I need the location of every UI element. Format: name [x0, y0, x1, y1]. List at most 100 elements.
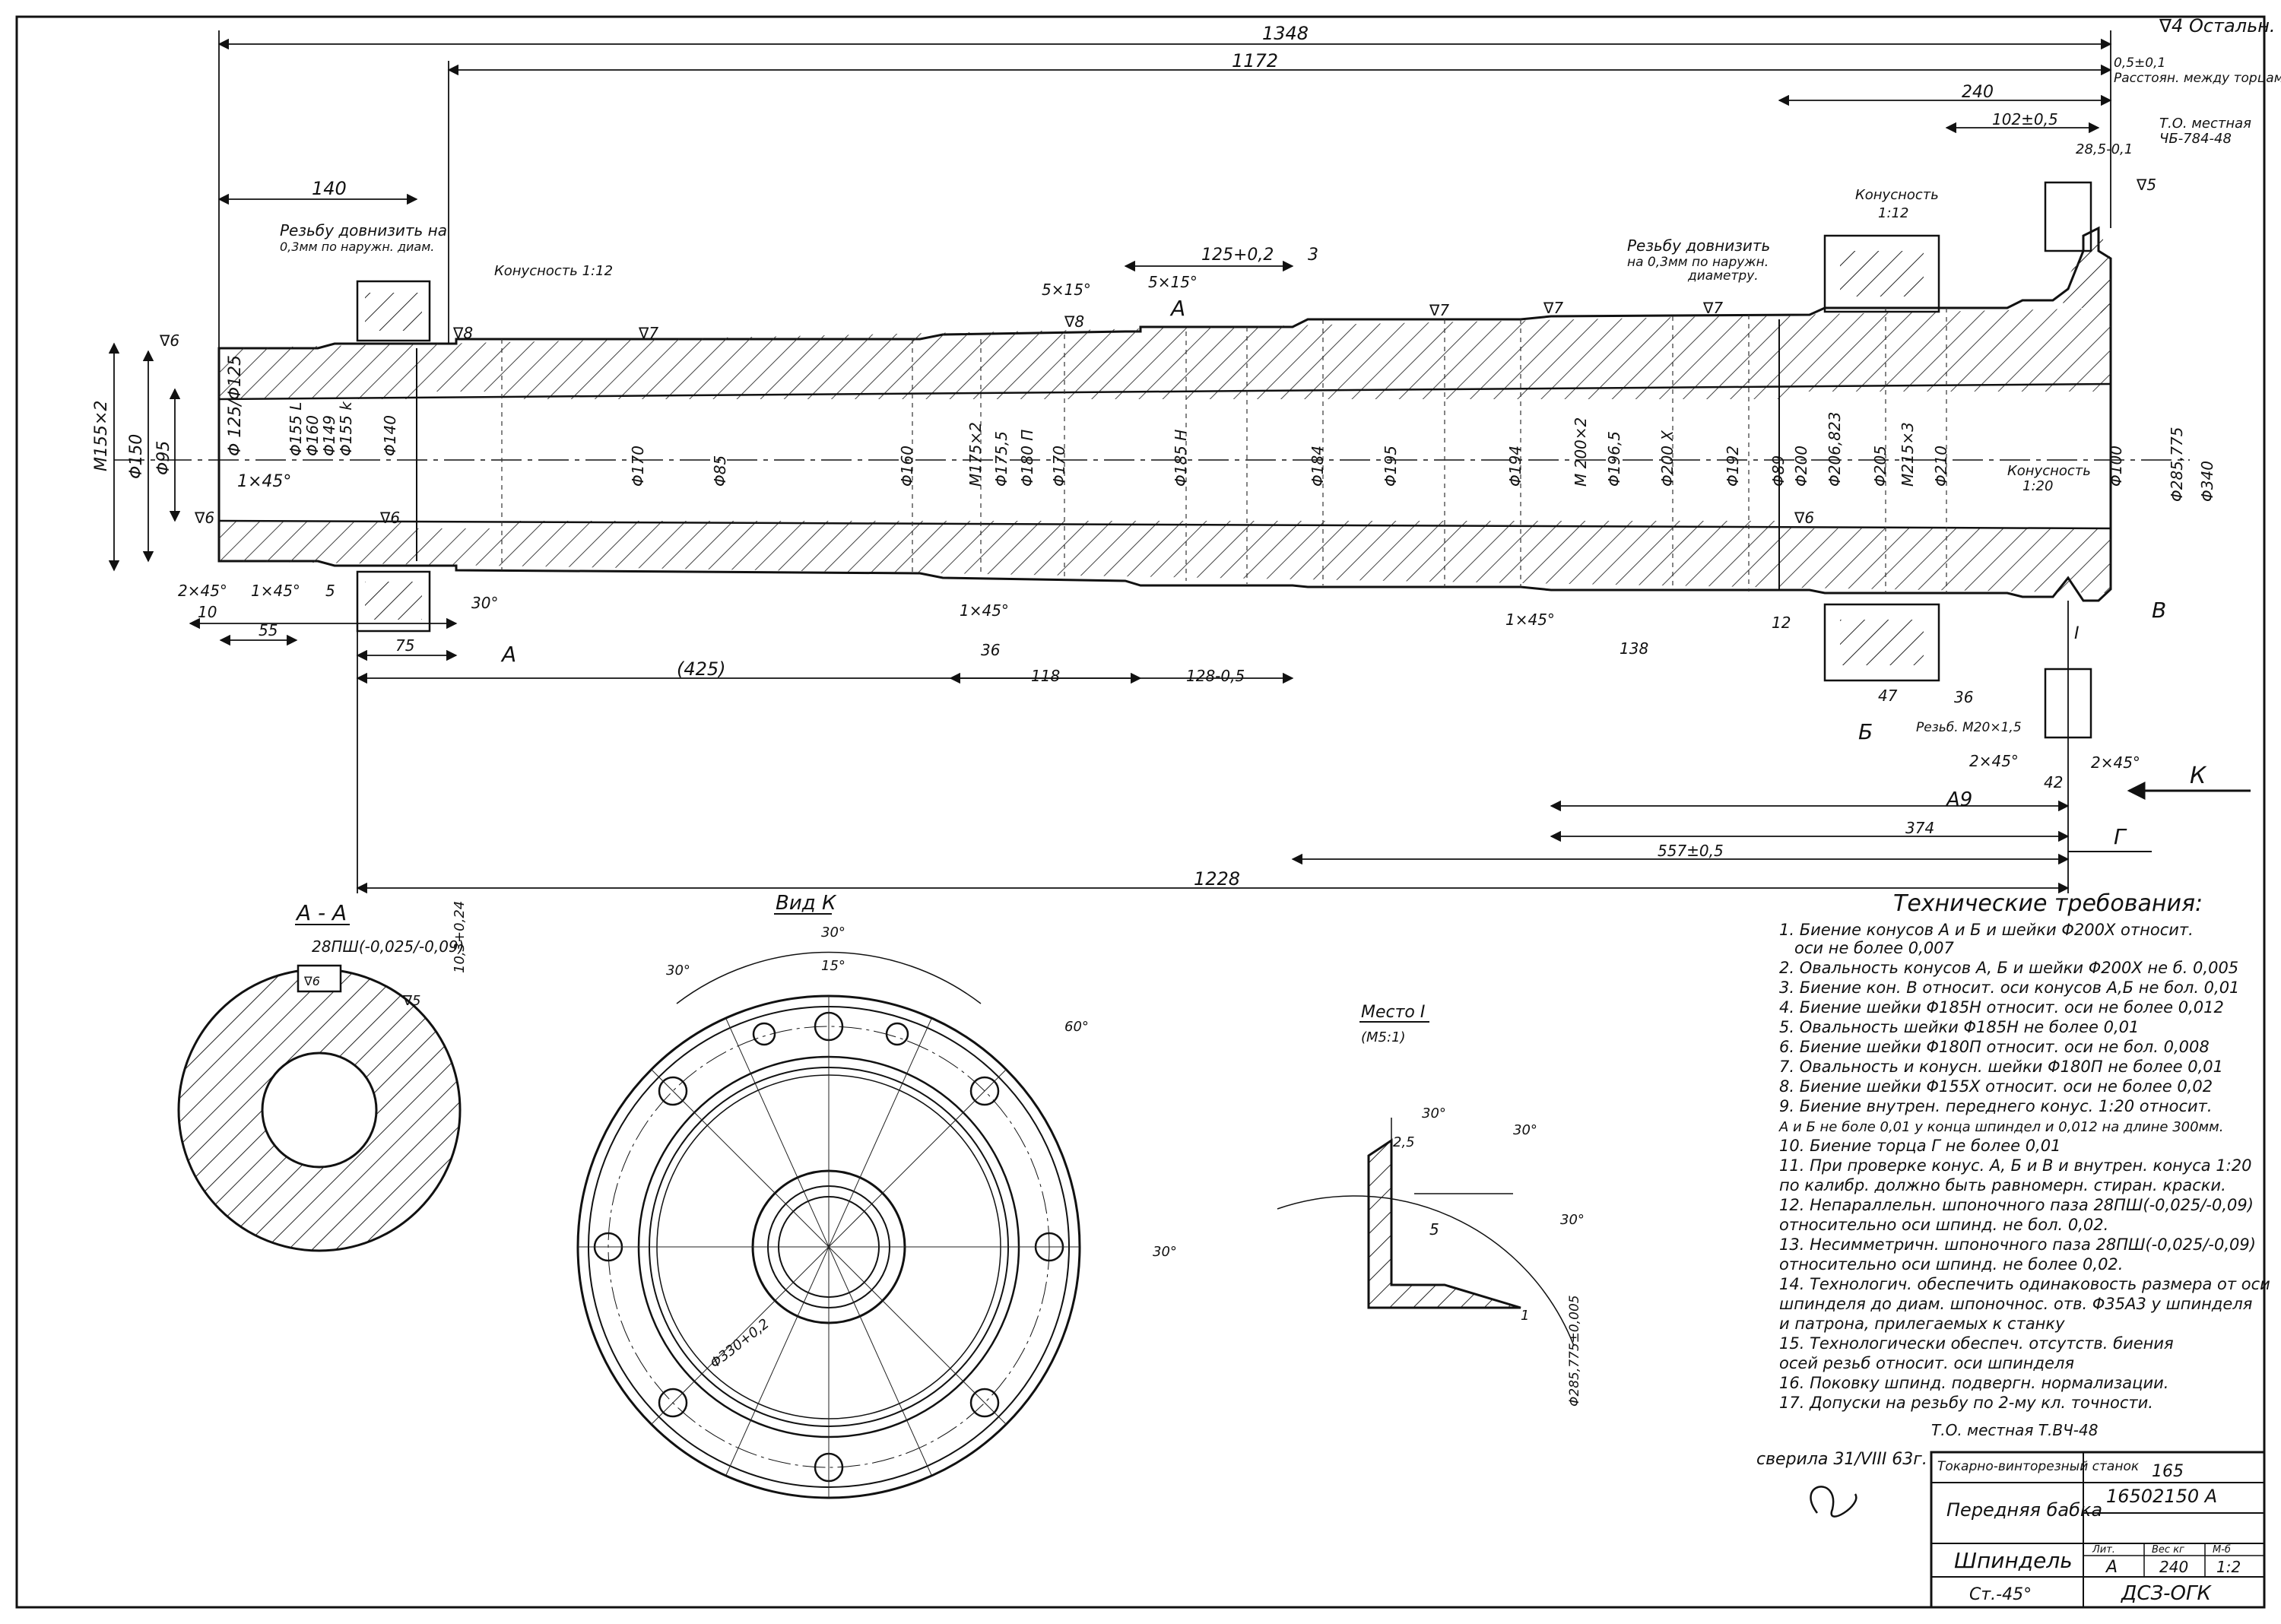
lower-wall-hatch [219, 521, 2111, 593]
title-machine-number: 165 [2152, 1462, 2184, 1481]
inner-taper-line1: Конусность [2007, 463, 2091, 479]
dim-diam-8: Φ160 [898, 446, 916, 487]
dim-1x45-mid: 1×45° [960, 601, 1009, 620]
roughness-mark-5: ∇7 [1702, 299, 1723, 317]
dim-5x15-b: 5×15° [1148, 273, 1198, 291]
detail-i: Место I (М5:1) 30° 2,5 5 30° 30° 1 Φ285,… [1277, 1003, 1585, 1407]
tech-requirement-line: 5. Овальность шейки Φ185Н не более 0,01 [1779, 1018, 2139, 1036]
dim-diam-23: Φ206,823 [1826, 412, 1844, 487]
tech-requirement-line: А и Б не боле 0,01 у конца шпиндел и 0,0… [1778, 1119, 2223, 1135]
technical-requirements: Технические требования: 1. Биение конусо… [1778, 890, 2270, 1439]
detail-i-arc [1277, 1195, 1575, 1346]
roughness-mark-6: ∇7 [1543, 299, 1563, 317]
detail-i-dim-5: 5 [1429, 1220, 1439, 1239]
dim-diam-26: Φ210 [1932, 446, 1950, 487]
tech-requirement-line: 16. Поковку шпинд. подвергн. нормализаци… [1779, 1374, 2168, 1392]
detail-i-scale: (М5:1) [1361, 1029, 1406, 1045]
tech-requirement-line: 13. Несимметричн. шпоночного паза 28ПШ(-… [1779, 1235, 2256, 1254]
dim-47: 47 [1878, 687, 1898, 705]
tech-requirement-line: 8. Биение шейки Φ155Х относит. оси не бо… [1779, 1077, 2213, 1096]
heat-treat-local: Т.О. местная [2159, 116, 2251, 132]
roughness-mark-8: ∇6 [1794, 509, 1814, 527]
dim-diam-19: Φ200 Х [1658, 430, 1677, 487]
title-mass-label: Вес кг [2152, 1544, 2184, 1556]
left-lower-bearing-fill [365, 582, 422, 620]
tech-requirement-line: 14. Технологич. обеспечить одинаковость … [1779, 1275, 2270, 1293]
dim-30deg: 30° [471, 594, 498, 612]
dim-3: 3 [1308, 246, 1318, 265]
dim-m155: M155×2 [92, 401, 111, 471]
bolt-hole [752, 1022, 776, 1046]
view-k-angle-15: 15° [821, 958, 845, 974]
tech-requirement-line: 6. Биение шейки Φ180П относит. оси не бо… [1779, 1038, 2210, 1056]
signature-note: сверила 31/VIII 63г. [1756, 1450, 1927, 1469]
gap-note-value: 0,5±0,1 [2114, 56, 2165, 71]
tech-requirement-line: относительно оси шпинд. не бол. 0,02. [1779, 1216, 2108, 1234]
tech-requirement-line: 7. Овальность и конусн. шейки Φ180П не б… [1779, 1058, 2223, 1076]
detail-i-dim-1: 1 [1521, 1308, 1529, 1324]
title-part-name: Шпиндель [1954, 1548, 2073, 1573]
tech-requirement-line: 11. При проверке конус. А, Б и В и внутр… [1779, 1156, 2251, 1175]
tech-requirement-line: осей резьб относит. оси шпинделя [1779, 1354, 2074, 1372]
dim-diam-13: Φ185 Н [1172, 430, 1190, 487]
keyway-depth: 10,3+0,24 [452, 901, 468, 973]
bolt-hole [885, 1022, 909, 1046]
dim-425: (425) [677, 658, 726, 680]
dim-diam-10: Φ175,5 [992, 431, 1010, 487]
dim-36-right: 36 [1954, 688, 1973, 706]
dim-1172: 1172 [1232, 50, 1278, 71]
tech-requirements-title: Технические требования: [1893, 890, 2203, 917]
right-lower-bearing [1823, 603, 1940, 682]
tech-requirement-line: и патрона, прилегаемых к станку [1779, 1315, 2065, 1333]
view-k-angle-30b: 30° [666, 963, 690, 979]
surface-a9: А9 [1945, 788, 1972, 811]
dim-diam-16: Φ194 [1506, 446, 1524, 487]
dim-5x15-a: 5×15° [1042, 281, 1091, 299]
dim-diam-24: Φ205 [1871, 446, 1889, 487]
dim-diam-9: M175×2 [966, 422, 985, 487]
tech-requirement-line: 4. Биение шейки Φ185Н относит. оси не бо… [1779, 998, 2224, 1017]
right-lower-bearing-fill [1840, 620, 1924, 665]
dim-diam-5: Φ140 [381, 415, 399, 456]
dim-140: 140 [312, 178, 347, 199]
dim-diam-15: Φ195 [1382, 446, 1400, 487]
title-lit-label: Лит. [2092, 1544, 2115, 1556]
right-upper-bearing [1823, 234, 1940, 313]
tech-requirement-line: 10. Биение торца Г не более 0,01 [1779, 1137, 2061, 1155]
tech-requirement-line: шпинделя до диам. шпоночнос. отв. Φ35А3 … [1779, 1295, 2252, 1313]
corner-roughness-note: ∇4 Остальн. [2159, 15, 2276, 36]
dim-1x45-right: 1×45° [1505, 611, 1555, 629]
roughness-mark-1: ∇6 [159, 331, 179, 350]
tech-requirement-line: 3. Биение кон. В относит. оси конусов А,… [1779, 979, 2239, 997]
dim-diam-4: Φ155 k [337, 401, 355, 456]
title-machine: Токарно-винторезный станок [1937, 1459, 2140, 1474]
tech-requirement-line: 12. Непараллельн. шпоночного паза 28ПШ(-… [1779, 1196, 2254, 1214]
title-mass: 240 [2159, 1558, 2188, 1576]
tech-requirement-line: 2. Овальность конусов А, Б и шейки Φ200Х… [1779, 959, 2238, 977]
dim-diam-1: Φ155 L [287, 402, 305, 456]
detail-i-hatch [1369, 1140, 1521, 1308]
left-upper-bearing [356, 280, 431, 342]
dim-diam-3: Φ149 [320, 415, 338, 456]
dim-diam-21: Φ89 [1769, 455, 1788, 487]
dim-diam-25: M215×3 [1899, 422, 1917, 487]
tech-requirement-line: относительно оси шпинд. не более 0,02. [1779, 1255, 2123, 1274]
dim-diam-28: Φ285,775 [2168, 427, 2186, 502]
section-aa-bore [261, 1051, 378, 1169]
detail-i-callout: I [2074, 624, 2080, 643]
dim-overall-1348: 1348 [1262, 23, 1309, 44]
tech-requirement-line: оси не более 0,007 [1794, 939, 1955, 957]
section-mark-b: Б [1858, 719, 1873, 744]
heat-treat-standard: ЧБ-784-48 [2159, 131, 2232, 147]
detail-i-angle-30b: 30° [1513, 1122, 1537, 1138]
gap-note: Расстоян. между торцами копира и фланца [2114, 71, 2281, 86]
right-upper-bearing-fill [1840, 251, 1924, 297]
dim-557: 557±0,5 [1658, 842, 1724, 860]
dim-10: 10 [198, 603, 217, 621]
section-aa-title: А - А [295, 900, 347, 925]
roughness-mark-3: ∇8 [1064, 312, 1084, 331]
dim-75: 75 [395, 636, 414, 655]
dim-118: 118 [1031, 667, 1060, 685]
upper-flange-boss [2044, 181, 2092, 252]
dim-240: 240 [1962, 83, 1994, 102]
